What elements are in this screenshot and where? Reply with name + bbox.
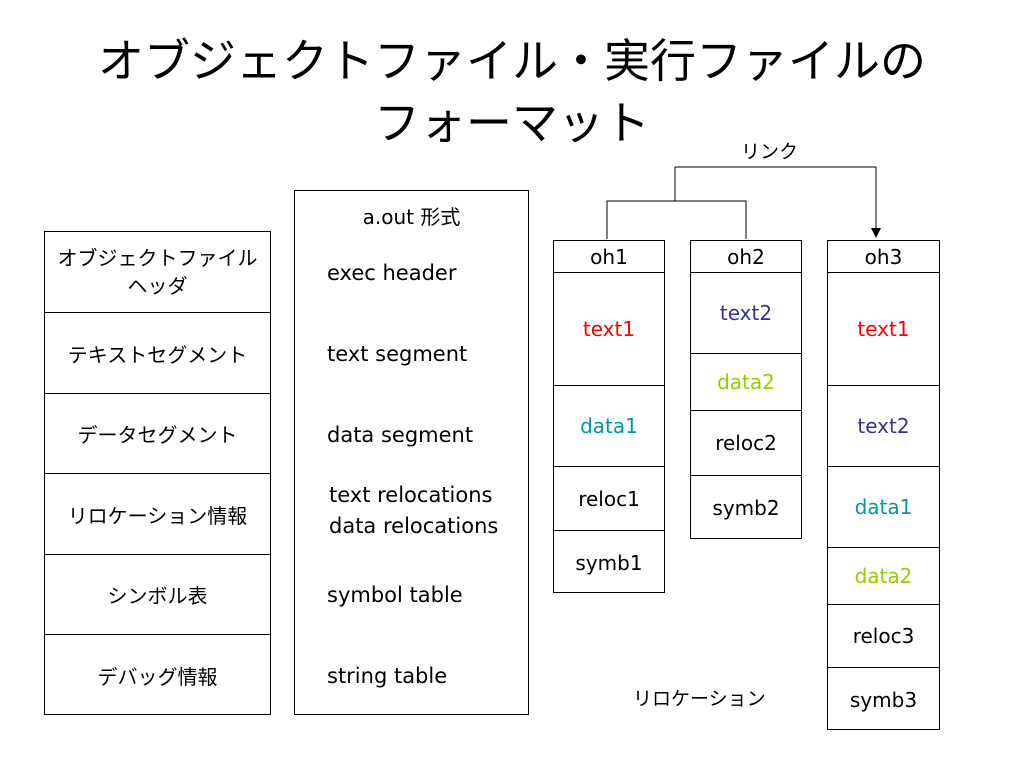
aout-string-table: string table [327,664,448,688]
segment-data: データセグメント [45,393,270,473]
oh3-header: oh3 [864,244,903,269]
aout-format-box: a.out 形式 exec header text segment data s… [294,190,529,715]
slide-title-line2: フォーマット [374,96,650,150]
oh3-box: oh3 text1 text2 data1 data2 reloc3 symb3 [827,240,940,730]
oh2-box: oh2 text2 data2 reloc2 symb2 [690,240,802,539]
aout-text-segment: text segment [327,342,468,366]
segment-relocation-info: リロケーション情報 [45,473,270,554]
oh3-data1: data1 [828,466,939,547]
oh2-symb2: symb2 [691,475,801,540]
oh1-data1: data1 [554,385,664,466]
aout-symbol-table: symbol table [327,583,463,607]
link-arrow-to-oh3 [675,166,881,238]
oh2-data2: data2 [691,353,801,410]
oh3-text1: text1 [828,272,939,385]
aout-format-title: a.out 形式 [362,205,461,229]
oh2-reloc2: reloc2 [691,410,801,475]
oh3-symb3: symb3 [828,667,939,731]
aout-data-segment: data segment [327,423,474,447]
oh1-box: oh1 text1 data1 reloc1 symb1 [553,240,665,593]
link-label: リンク [741,141,799,163]
aout-data-relocations: data relocations [329,514,499,538]
segment-symbol-table: シンボル表 [45,554,270,634]
oh3-data1-text: data1 [854,495,913,519]
slide-title-line1: オブジェクトファイル・実行ファイルの [98,34,926,88]
aout-text-relocations: text relocations [329,483,493,507]
link-line-oh1-oh2 [606,200,747,239]
object-file-format-box: オブジェクトファイル ヘッダ テキストセグメント データセグメント リロケーショ… [44,231,271,715]
oh3-reloc3: reloc3 [828,604,939,667]
segment-object-file-header: オブジェクトファイル ヘッダ [57,246,258,298]
oh3-data2: data2 [828,547,939,604]
oh2-text2: text2 [691,272,801,353]
oh2-header: oh2 [727,244,765,269]
oh1-reloc1: reloc1 [554,466,664,530]
aout-exec-header: exec header [327,261,457,285]
relocation-label: リロケーション [633,688,766,710]
segment-text: テキストセグメント [45,312,270,393]
oh1-text1: text1 [554,272,664,385]
slide-title: オブジェクトファイル・実行ファイルの フォーマット [0,30,1024,154]
oh1-symb1: symb1 [554,530,664,594]
oh1-header: oh1 [590,244,628,269]
segment-debug-info: デバッグ情報 [45,634,270,716]
oh3-text2: text2 [828,385,939,466]
